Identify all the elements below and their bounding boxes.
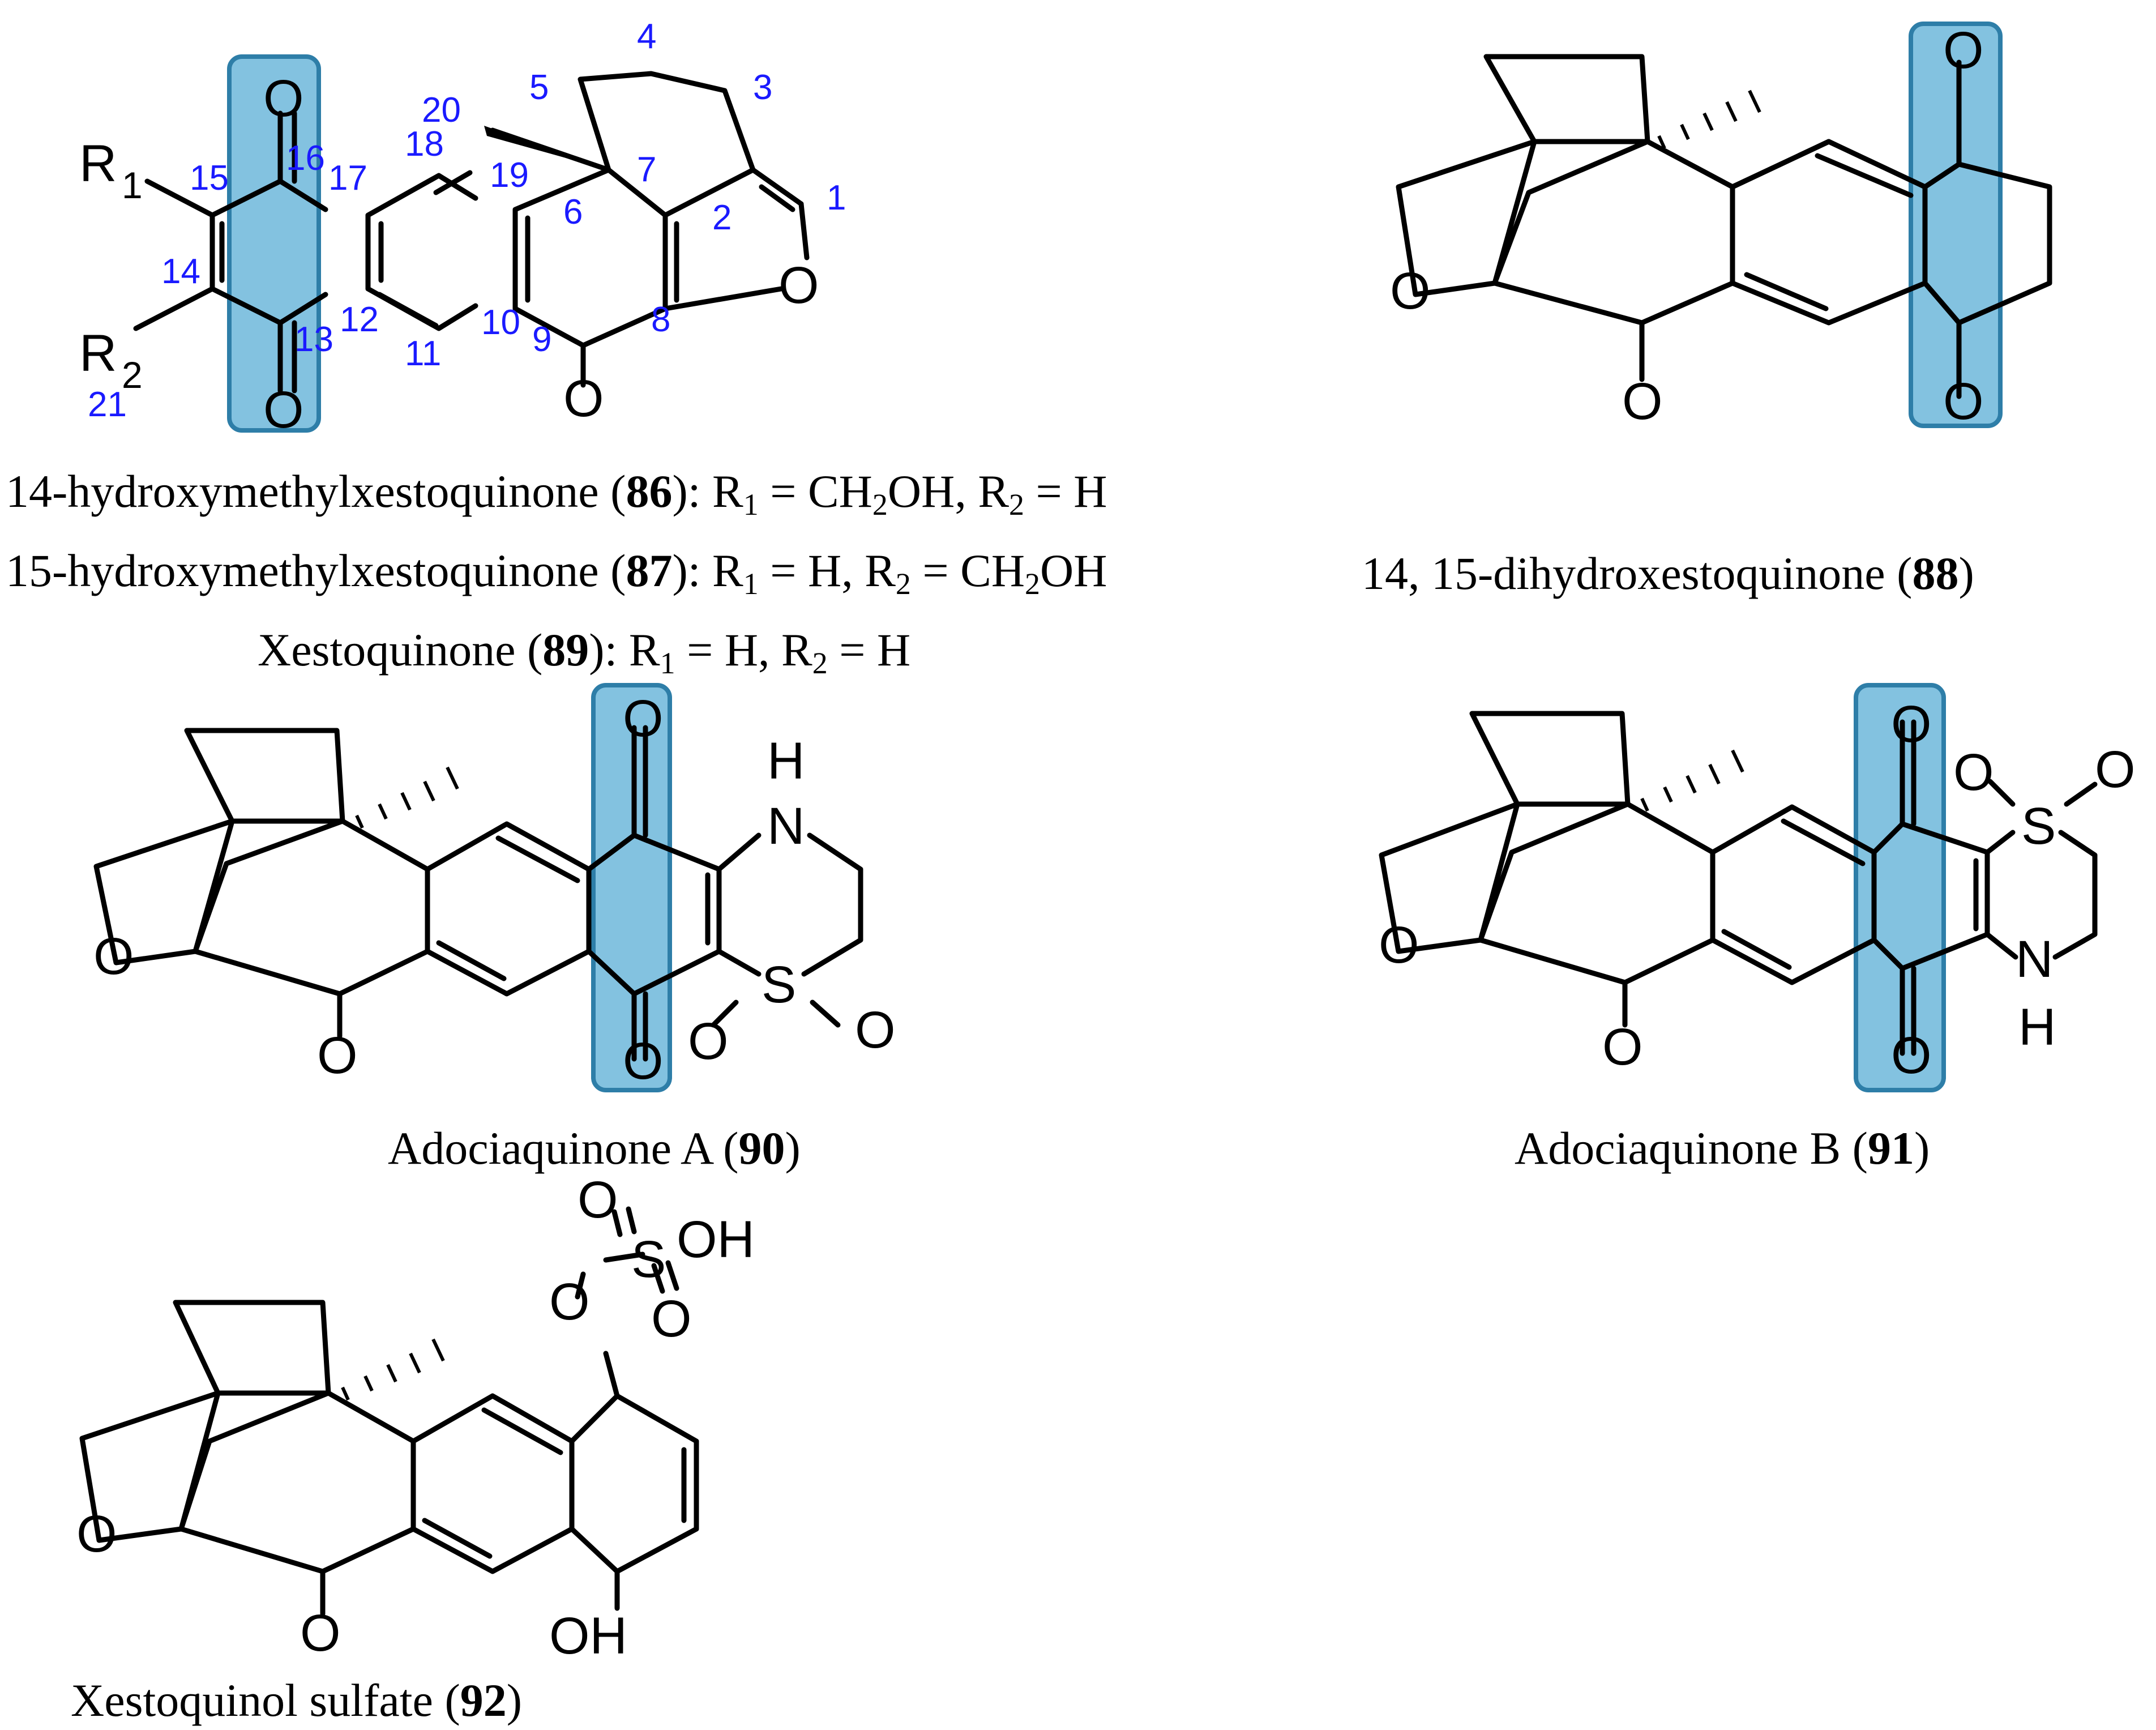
locant-19: 19 xyxy=(490,156,529,195)
locant-13: 13 xyxy=(294,320,333,359)
highlight-carbonyl-axis-4 xyxy=(1854,683,1946,1092)
atom-R1: R xyxy=(79,135,117,193)
caption-89: Xestoquinone (89): R1 = H, R2 = H xyxy=(258,624,910,680)
atom-O-92-S1: O xyxy=(578,1171,618,1229)
locant-8: 8 xyxy=(651,300,670,339)
atom-S-91: S xyxy=(2021,797,2056,855)
atom-O-90-top: O xyxy=(623,690,664,747)
atom-S-92: S xyxy=(631,1231,666,1288)
atom-R2: R xyxy=(79,324,117,382)
locant-18: 18 xyxy=(405,125,444,164)
atom-O-91-S1: O xyxy=(1953,744,1994,801)
hash-methyl-92 xyxy=(341,1338,445,1401)
caption-86: 14-hydroxymethylxestoquinone (86): R1 = … xyxy=(6,465,1107,522)
methyl-wedge xyxy=(484,126,609,170)
locant-4: 4 xyxy=(637,17,656,56)
atom-O-88-furan: O xyxy=(1390,262,1431,320)
caption-87: 15-hydroxymethylxestoquinone (87): R1 = … xyxy=(6,545,1107,601)
atom-O-91-top: O xyxy=(1891,695,1932,753)
hash-methyl-88 xyxy=(1657,89,1761,149)
locant-17: 17 xyxy=(328,159,367,198)
atom-O-92-S2: O xyxy=(651,1290,692,1348)
atom-O-92-ester: O xyxy=(549,1273,590,1331)
atom-O-90-furan: O xyxy=(93,928,134,985)
locant-6: 6 xyxy=(563,193,583,232)
locant-14: 14 xyxy=(161,252,200,291)
atom-O-90-S2: O xyxy=(855,1001,896,1059)
atom-O-88-top: O xyxy=(1943,22,1984,79)
locant-9: 9 xyxy=(532,320,551,359)
atom-O-90-ketone: O xyxy=(317,1027,358,1084)
locant-11: 11 xyxy=(405,334,441,373)
atom-R2-sub: 2 xyxy=(122,354,143,396)
caption-90: Adociaquinone A (90) xyxy=(388,1122,801,1174)
atom-O-2: O xyxy=(263,381,304,439)
atom-O-92-ketone: O xyxy=(300,1604,341,1662)
hash-methyl-90 xyxy=(355,766,459,829)
locant-7: 7 xyxy=(637,150,656,189)
locant-16: 16 xyxy=(286,139,325,178)
locant-20: 20 xyxy=(422,91,461,130)
locant-12: 12 xyxy=(340,300,379,339)
atom-H-91: H xyxy=(2018,998,2056,1056)
atom-O-92-furan: O xyxy=(76,1505,117,1563)
hash-methyl-91 xyxy=(1640,749,1744,812)
locant-21: 21 xyxy=(88,385,127,424)
atom-O-90-bottom: O xyxy=(623,1032,664,1090)
locant-2: 2 xyxy=(712,198,732,237)
atom-OH-92-S: OH xyxy=(677,1211,755,1268)
atom-O-88-ketone: O xyxy=(1622,373,1663,430)
atom-N-91: N xyxy=(2016,930,2053,988)
locant-15: 15 xyxy=(190,159,229,198)
atom-S-90: S xyxy=(762,956,796,1014)
locant-5: 5 xyxy=(529,68,549,107)
atom-O-4: O xyxy=(778,257,819,314)
atom-OH-92-ring: OH xyxy=(549,1607,627,1665)
atom-O-91-ketone: O xyxy=(1602,1018,1643,1076)
atom-H-90: H xyxy=(767,732,805,790)
locant-3: 3 xyxy=(753,68,772,107)
atom-O-91-S2: O xyxy=(2095,741,2136,798)
highlight-carbonyl-axis-3 xyxy=(591,683,672,1092)
structure-86-87-89: O O O O R 1 R 2 1 2 3 4 5 6 7 8 9 10 11 … xyxy=(79,17,846,439)
highlight-carbonyl-axis-2 xyxy=(1909,22,2003,428)
structure-88: O O O O xyxy=(1390,22,2052,430)
structure-90: O O O O H N S O O xyxy=(93,683,896,1092)
atom-R1-sub: 1 xyxy=(122,164,143,206)
atom-O-90-S1: O xyxy=(688,1013,729,1070)
locant-10: 10 xyxy=(481,303,520,342)
atom-O-91-bottom: O xyxy=(1891,1027,1932,1084)
atom-O-88-bottom: O xyxy=(1943,373,1984,430)
structure-92: O O O S O OH O OH xyxy=(76,1171,755,1665)
atom-O-3: O xyxy=(563,370,604,428)
atom-N-90: N xyxy=(767,797,805,855)
caption-92: Xestoquinol sulfate (92) xyxy=(71,1675,522,1726)
caption-91: Adociaquinone B (91) xyxy=(1515,1122,1930,1174)
atom-O-91-furan: O xyxy=(1379,916,1419,974)
caption-88: 14, 15-dihydroxestoquinone (88) xyxy=(1362,548,1974,599)
atom-O-1: O xyxy=(263,70,304,127)
locant-1: 1 xyxy=(827,178,846,217)
structure-91: O O O O S O O N H xyxy=(1379,683,2136,1092)
